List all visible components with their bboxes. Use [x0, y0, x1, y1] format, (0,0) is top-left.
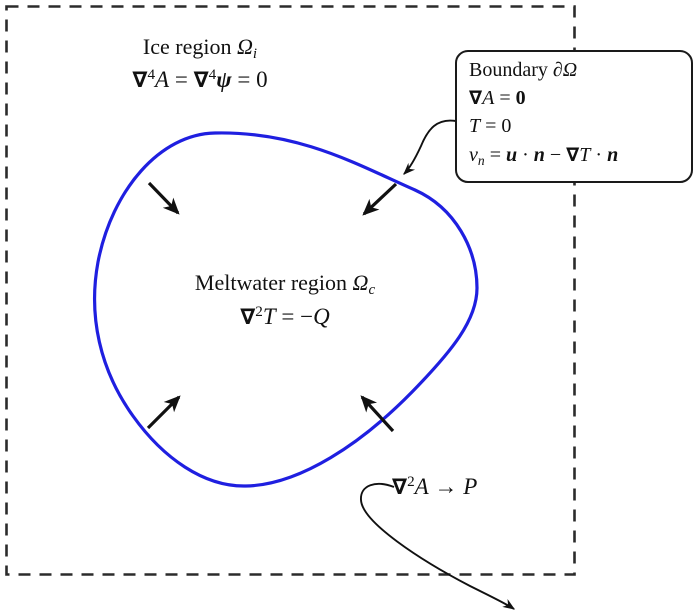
meltwater-region-curve: [92, 131, 479, 488]
bottom-exponent: 2: [407, 473, 415, 490]
ice-region-omega: Ω: [236, 34, 253, 59]
normal-arrow-top-right: [362, 182, 398, 216]
ice-eq-exponent-1: 4: [147, 66, 156, 84]
ice-eq-rhs: 0: [256, 67, 268, 93]
meltwater-region-label: Meltwater region Ωc ∇2T = −Q: [95, 272, 475, 329]
bb-t-equals: =: [485, 115, 497, 138]
ice-eq-var-a: A: [155, 67, 170, 93]
bb-vn-u: u: [505, 143, 518, 166]
nabla-icon-2: ∇: [193, 68, 209, 94]
normal-arrow-bottom-right: [360, 395, 395, 433]
ice-eq-psi: ψ: [216, 67, 232, 93]
meltwater-region-title-text: Meltwater region: [194, 270, 348, 295]
ice-region-title-text: Ice region: [142, 34, 232, 59]
meltwater-region-omega: Ω: [352, 270, 369, 295]
bb-vn-subscript: n: [477, 152, 485, 168]
bb-vn-minus: −: [549, 143, 562, 166]
ice-region-equation: ∇4A = ∇4ψ = 0: [0, 67, 400, 92]
meltwater-region-omega-subscript: c: [368, 282, 376, 299]
boundary-box-title-text: Boundary: [469, 59, 548, 81]
laplacian-a-annotation: ∇2A → P: [392, 474, 477, 499]
meltwater-region-title: Meltwater region Ωc: [95, 272, 475, 298]
bb-grad-var-a: A: [482, 87, 495, 110]
ice-eq-exponent-2: 4: [208, 66, 217, 84]
meltwater-region-equation: ∇2T = −Q: [95, 304, 475, 329]
bb-vn-n-2: n: [607, 143, 619, 166]
meltwater-eq-equals: =: [281, 304, 295, 330]
bb-vn-var: v: [469, 143, 478, 166]
outer-domain-dashed-rect: [5, 5, 576, 576]
bb-grad-equals: =: [499, 87, 511, 110]
bottom-var-a: A: [414, 473, 429, 499]
boundary-box-equation-vn: vn = u · n − ∇T · n: [469, 143, 691, 169]
bottom-var-p: P: [463, 473, 478, 499]
ice-eq-equals-2: =: [237, 67, 251, 93]
nabla-icon-5: ∇: [566, 144, 580, 166]
bb-vn-n-1: n: [533, 143, 545, 166]
meltwater-eq-var-q: Q: [313, 304, 330, 330]
normal-arrow-bottom-left: [146, 395, 181, 430]
boundary-box-equation-grad-a: ∇A = 0: [469, 86, 691, 111]
boundary-condition-box: Boundary ∂Ω ∇A = 0 T = 0 vn = u · n − ∇T…: [455, 50, 693, 183]
boundary-box-title: Boundary ∂Ω: [469, 58, 691, 83]
nabla-icon-4: ∇: [469, 88, 483, 110]
ice-region-title: Ice region Ωi: [0, 36, 400, 62]
bb-vn-dot-2: ·: [595, 143, 603, 166]
ice-eq-equals-1: =: [174, 67, 188, 93]
leader-boundary-to-curve: [403, 119, 457, 175]
ice-region-label: Ice region Ωi ∇4A = ∇4ψ = 0: [0, 36, 400, 92]
bb-t-var: T: [469, 115, 481, 138]
bb-vn-equals: =: [489, 143, 501, 166]
nabla-icon: ∇: [132, 68, 148, 94]
meltwater-eq-exponent: 2: [255, 303, 263, 321]
boundary-box-partial-omega: ∂Ω: [552, 59, 578, 81]
meltwater-eq-var-t: T: [262, 304, 276, 330]
bb-vn-dot-1: ·: [522, 143, 529, 166]
normal-arrow-top-left: [147, 181, 180, 215]
nabla-icon-6: ∇: [392, 474, 408, 500]
nabla-icon-3: ∇: [240, 305, 256, 331]
bb-vn-t: T: [579, 143, 591, 166]
boundary-box-content: Boundary ∂Ω ∇A = 0 T = 0 vn = u · n − ∇T…: [457, 52, 691, 168]
boundary-box-equation-t: T = 0: [469, 114, 691, 139]
bb-t-rhs: 0: [501, 115, 512, 138]
ice-region-omega-subscript: i: [252, 46, 258, 63]
bb-grad-rhs: 0: [515, 87, 526, 110]
leader-laplacian-to-outside: [360, 483, 516, 610]
meltwater-eq-minus: −: [300, 304, 314, 330]
right-arrow-icon: →: [434, 473, 458, 499]
